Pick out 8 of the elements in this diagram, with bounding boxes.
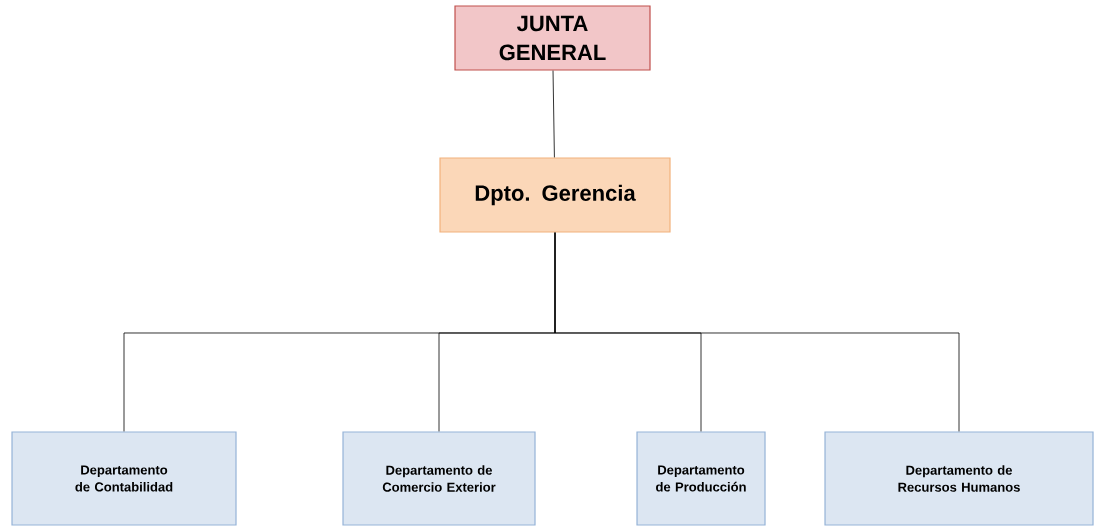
department-box: Departamento de Contabilidad (11, 431, 237, 526)
department-box: Dpto. Gerencia (439, 157, 671, 233)
connector-line (552, 70, 555, 158)
connector-line (554, 232, 960, 432)
department-box: Departamento de Recursos Humanos (824, 431, 1094, 526)
title-box: JUNTA GENERAL (454, 5, 651, 71)
department-box: Departamento de Comercio Exterior (342, 431, 536, 526)
department-box: Departamento de Producción (636, 431, 766, 526)
